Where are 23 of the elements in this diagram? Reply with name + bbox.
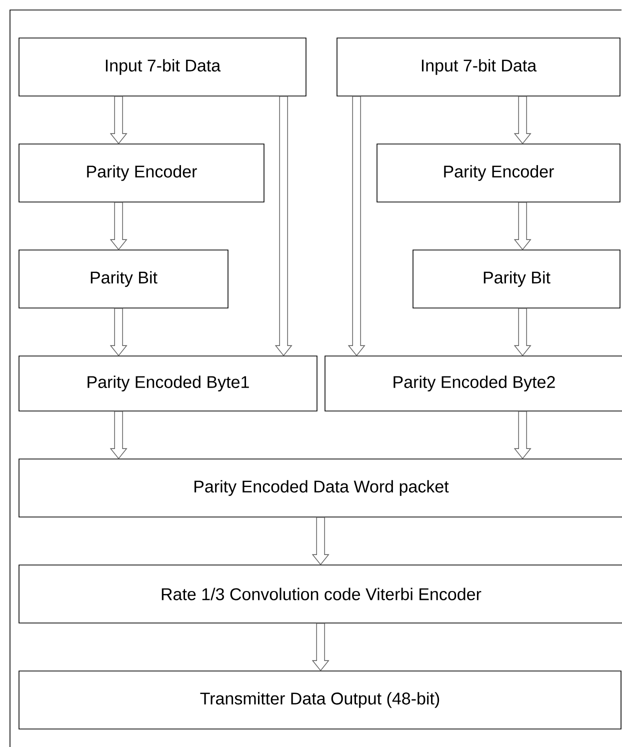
- process-box: Rate 1/3 Convolution code Viterbi Encoder: [18, 564, 622, 624]
- block-arrow: [274, 96, 292, 356]
- process-box: Input 7-bit Data: [18, 38, 306, 96]
- block-arrow: [514, 202, 532, 250]
- block-arrow: [110, 308, 128, 356]
- block-arrow: [348, 96, 366, 356]
- process-box: Parity Bit: [18, 250, 228, 308]
- process-box: Parity Encoded Data Word packet: [18, 458, 622, 518]
- process-box: Parity Encoder: [18, 144, 264, 202]
- block-arrow: [110, 96, 128, 144]
- block-arrow: [312, 623, 330, 672]
- block-arrow: [110, 411, 128, 460]
- block-arrow: [312, 517, 330, 566]
- block-arrow: [110, 202, 128, 250]
- block-arrow: [514, 411, 532, 460]
- process-box: Parity Bit: [412, 250, 620, 308]
- block-arrow: [514, 308, 532, 356]
- process-box: Parity Encoder: [376, 144, 620, 202]
- process-box: Parity Encoded Byte2: [324, 356, 622, 412]
- process-box: Parity Encoded Byte1: [18, 356, 318, 412]
- process-box: Input 7-bit Data: [336, 38, 620, 96]
- process-box: Transmitter Data Output (48-bit): [18, 670, 622, 730]
- block-arrow: [514, 96, 532, 144]
